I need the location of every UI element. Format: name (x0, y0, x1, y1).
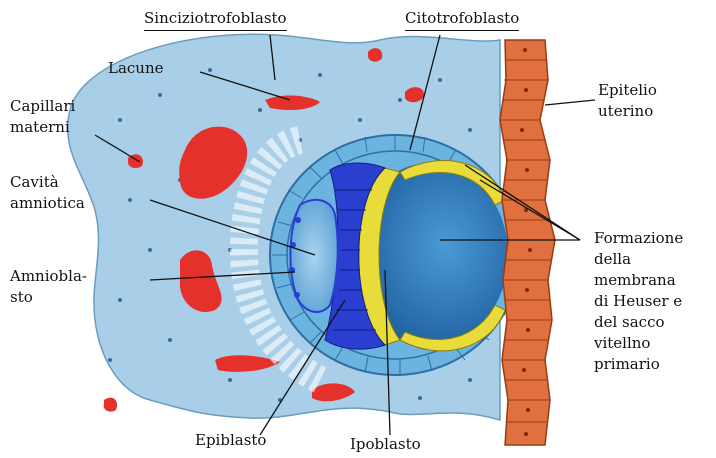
label-capillari-materni: Capillari materni (10, 96, 75, 138)
label-amnioblasto: Amniobla- sto (10, 266, 87, 308)
label-sinciziotrofoblasto: Sinciziotrofoblasto (144, 8, 287, 31)
label-formazione-membrana-heuser: Formazione della membrana di Heuser e de… (594, 228, 683, 375)
uterine-epithelium (500, 40, 555, 445)
label-ipoblasto: Ipoblasto (350, 434, 421, 455)
label-epitelio-uterino: Epitelio uterino (598, 80, 657, 122)
label-citotrofoblasto: Citotrofoblasto (405, 8, 519, 31)
label-epiblasto: Epiblasto (195, 430, 266, 451)
label-lacune: Lacune (108, 58, 164, 79)
label-cavita-amniotica: Cavità amniotica (10, 172, 85, 214)
